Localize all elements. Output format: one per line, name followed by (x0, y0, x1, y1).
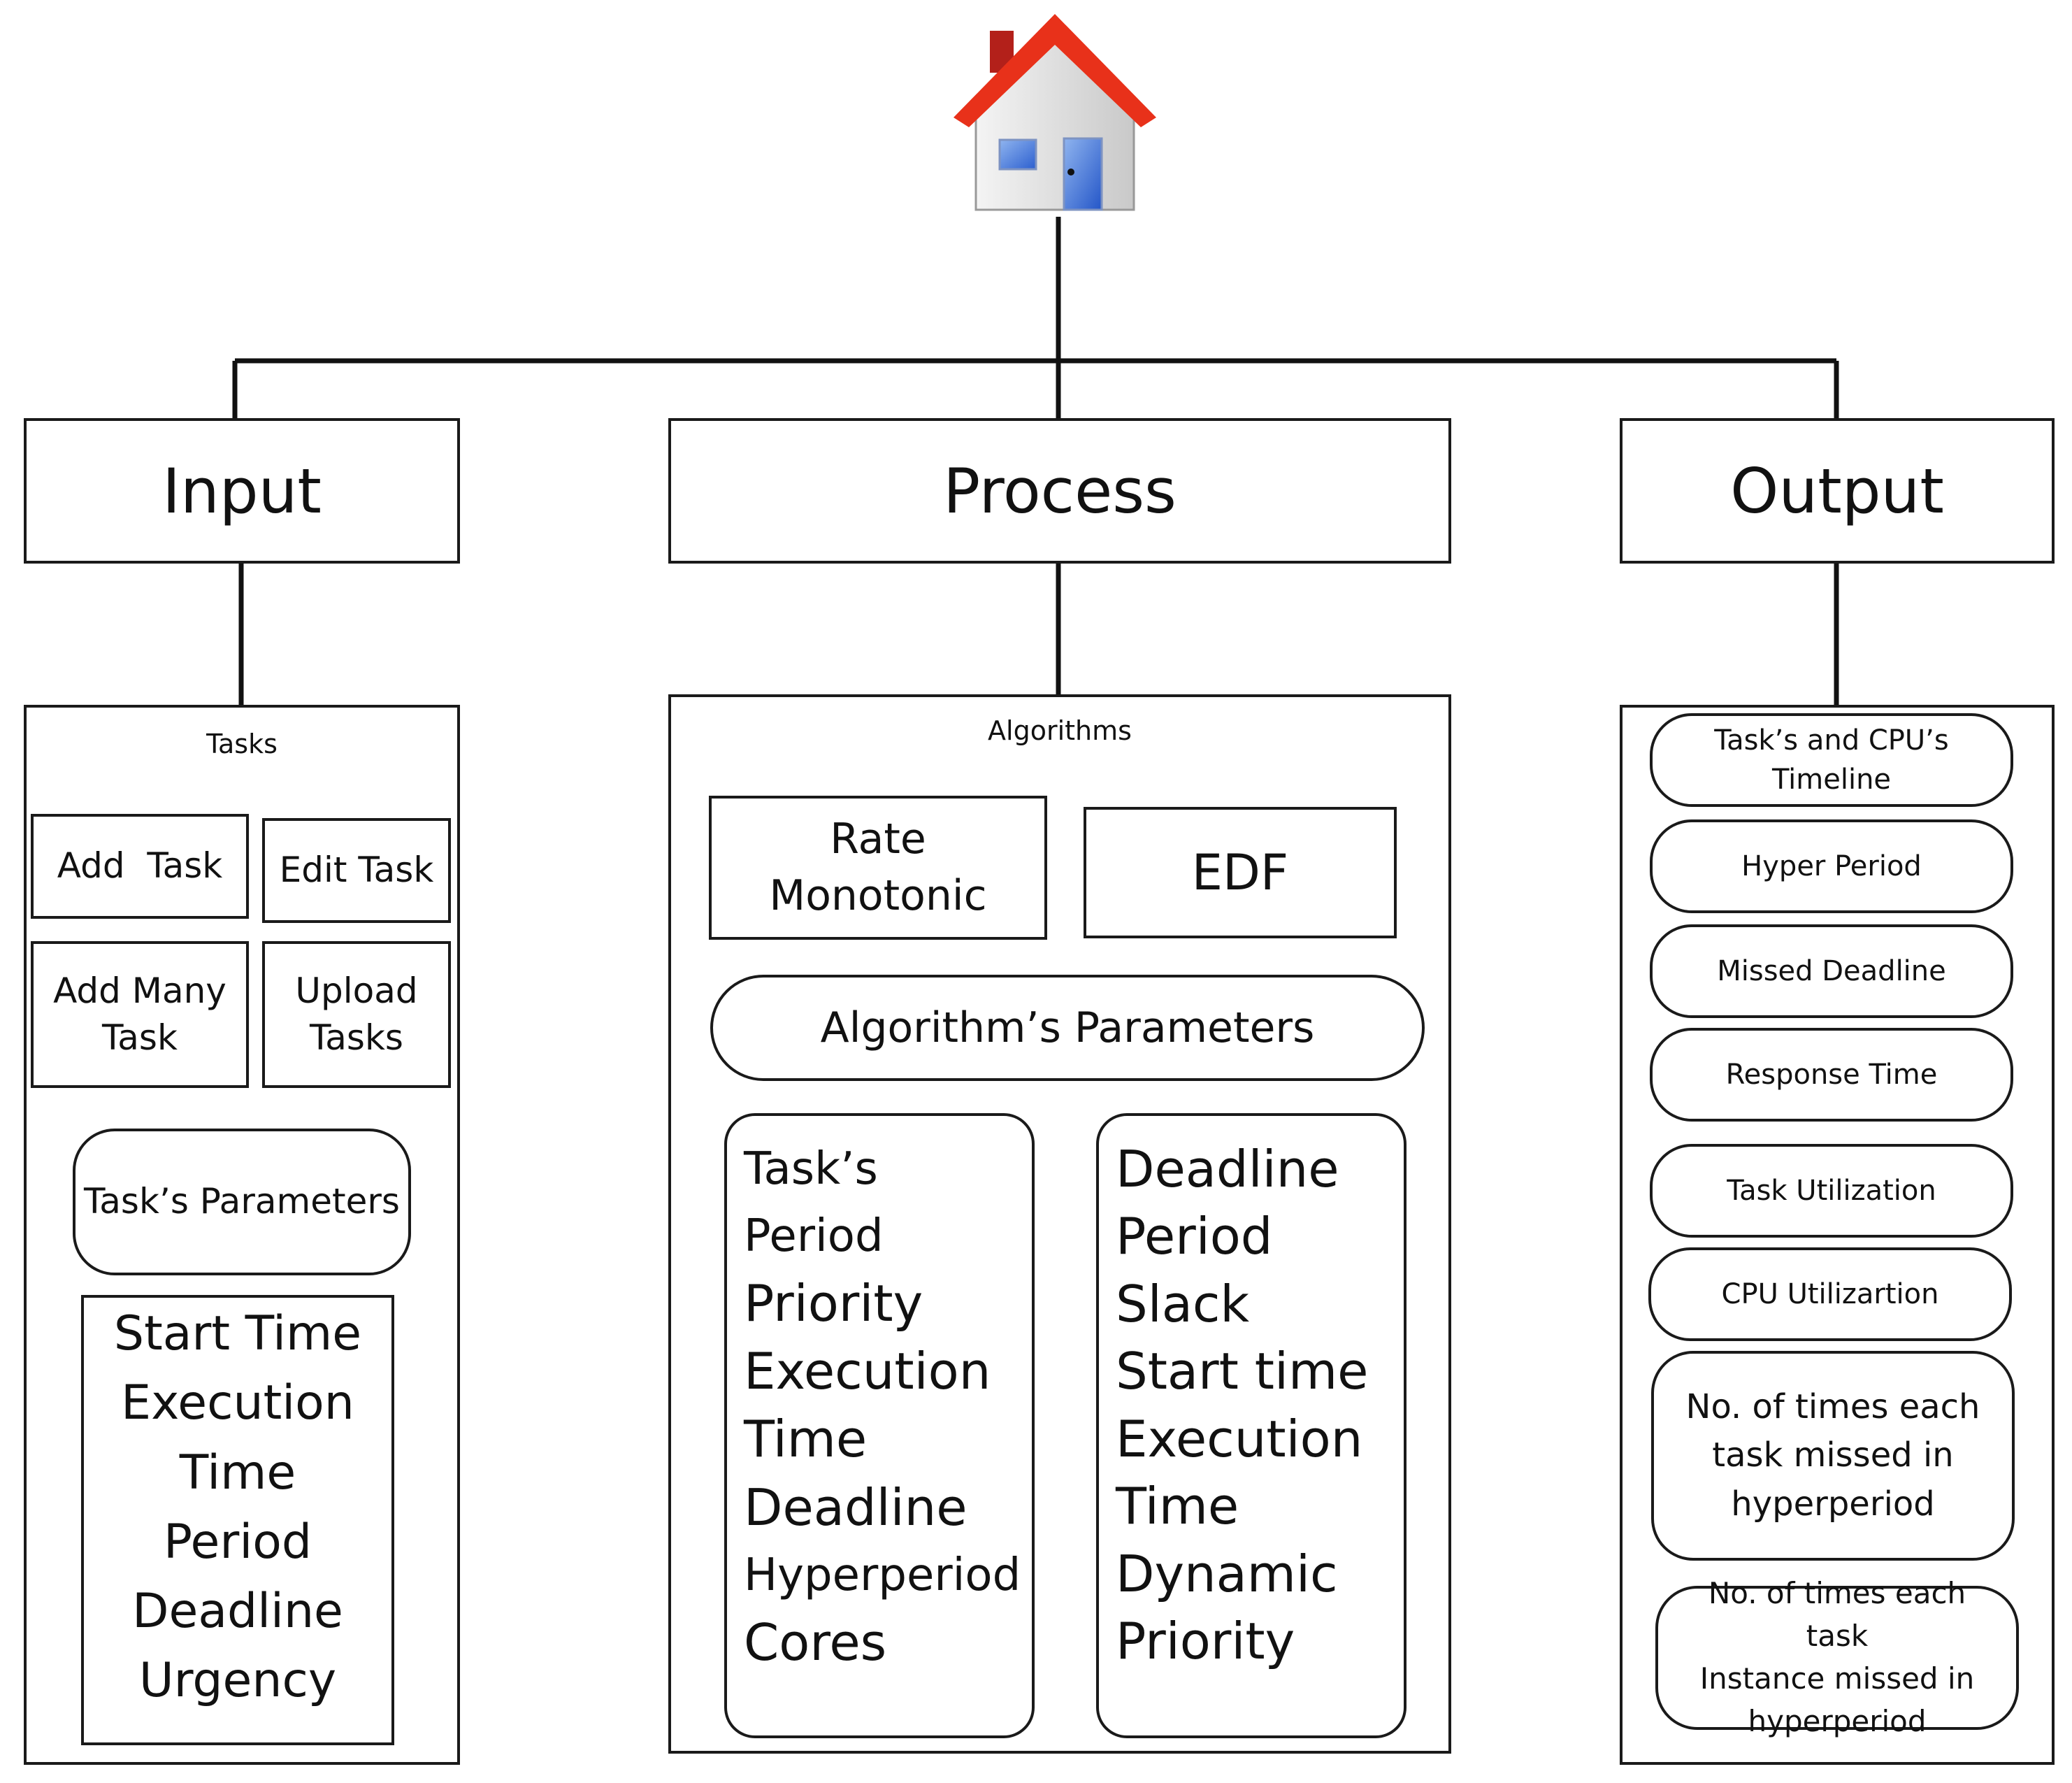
output-item-task-utilization[interactable]: Task Utilization (1650, 1144, 2013, 1238)
param-execution: Execution (121, 1375, 354, 1431)
tasks-label: Tasks (206, 729, 278, 759)
output-item-cpu-utilization[interactable]: CPU Utilizartion (1648, 1247, 2012, 1341)
task-parameters-label: Task’s Parameters (84, 1181, 400, 1222)
add-many-label-line1: Add Many (53, 970, 226, 1011)
upload-label-line1: Upload (295, 970, 418, 1011)
output-item-task-missed-count[interactable]: No. of times each task missed in hyperpe… (1651, 1351, 2015, 1561)
output-item-0-line1: Task’s and CPU’s (1714, 724, 1949, 757)
param-deadline: Deadline (132, 1584, 343, 1640)
edit-task-button[interactable]: Edit Task (262, 818, 451, 923)
edf-box[interactable]: EDF (1084, 807, 1397, 938)
add-task-label: Add Task (57, 845, 223, 887)
right-param-0: Deadline (1116, 1140, 1339, 1198)
param-start-time: Start Time (113, 1306, 362, 1361)
right-param-4: Execution (1116, 1409, 1363, 1468)
output-item-4-line1: Task Utilization (1727, 1175, 1936, 1207)
output-item-6-line1: No. of times each (1685, 1387, 1980, 1426)
param-time: Time (179, 1445, 296, 1501)
add-many-task-button[interactable]: Add Many Task (31, 941, 249, 1088)
output-item-1-line1: Hyper Period (1741, 850, 1922, 882)
output-item-5-line1: CPU Utilizartion (1721, 1278, 1939, 1310)
output-item-7-line3: hyperperiod (1748, 1703, 1927, 1738)
house-icon (954, 14, 1156, 211)
edf-label: EDF (1191, 844, 1289, 901)
output-item-timeline[interactable]: Task’s and CPU’s Timeline (1650, 713, 2013, 807)
right-param-6: Dynamic (1116, 1544, 1338, 1603)
right-param-5: Time (1116, 1477, 1239, 1536)
left-param-1: Priority (744, 1274, 923, 1333)
output-item-0-line2: Timeline (1771, 764, 1892, 796)
right-param-3: Start time (1116, 1342, 1369, 1401)
output-item-3-line1: Response Time (1725, 1059, 1938, 1091)
right-param-2: Slack (1116, 1274, 1250, 1333)
process-box: Process (668, 418, 1451, 564)
algorithm-parameters-header: Algorithm’s Parameters (710, 975, 1425, 1081)
output-item-2-line1: Missed Deadline (1717, 955, 1946, 987)
left-param-6: Cores (744, 1612, 887, 1672)
output-item-6-line2: task missed in (1712, 1435, 1954, 1475)
output-item-6-line3: hyperperiod (1731, 1484, 1935, 1524)
task-params-list: Task’s Period Priority Execution Time De… (724, 1113, 1035, 1738)
output-item-missed-deadline[interactable]: Missed Deadline (1650, 924, 2013, 1018)
output-box: Output (1620, 418, 2055, 564)
output-title: Output (1730, 454, 1944, 527)
left-param-0: Task’s Period (744, 1143, 884, 1262)
input-title: Input (162, 454, 322, 527)
rate-monotonic-line1: Rate (830, 815, 926, 864)
output-item-instance-missed-count[interactable]: No. of times each task Instance missed i… (1655, 1576, 2019, 1738)
output-item-response-time[interactable]: Response Time (1650, 1028, 2013, 1122)
param-urgency: Urgency (138, 1653, 337, 1709)
left-param-3: Time (744, 1410, 868, 1469)
rate-monotonic-line2: Monotonic (769, 871, 987, 920)
upload-tasks-button[interactable]: Upload Tasks (262, 941, 451, 1088)
process-title: Process (943, 454, 1177, 527)
param-period: Period (163, 1514, 312, 1570)
input-box: Input (24, 418, 460, 564)
task-parameters-header: Task’s Parameters (73, 1129, 411, 1275)
edf-params-list: Deadline Period Slack Start time Executi… (1096, 1113, 1406, 1738)
algorithm-parameters-label: Algorithm’s Parameters (820, 1003, 1315, 1052)
rate-monotonic-box[interactable]: Rate Monotonic (709, 796, 1047, 940)
task-parameters-list: Start Time Execution Time Period Deadlin… (81, 1295, 394, 1745)
edit-task-label: Edit Task (279, 850, 434, 891)
output-item-7-line2: Instance missed in (1699, 1661, 1975, 1696)
right-param-7: Priority (1116, 1612, 1295, 1671)
algorithms-label: Algorithms (988, 715, 1132, 746)
right-param-1: Period (1116, 1207, 1273, 1266)
output-item-7-line1: No. of times each task (1708, 1576, 1966, 1654)
output-item-hyper-period[interactable]: Hyper Period (1650, 819, 2013, 913)
left-param-5: Hyperperiod (744, 1549, 1021, 1601)
left-param-4: Deadline (744, 1477, 967, 1537)
upload-label-line2: Tasks (310, 1017, 403, 1058)
add-many-label-line2: Task (102, 1017, 178, 1058)
add-task-button[interactable]: Add Task (31, 814, 249, 919)
left-param-2: Execution (744, 1342, 991, 1401)
